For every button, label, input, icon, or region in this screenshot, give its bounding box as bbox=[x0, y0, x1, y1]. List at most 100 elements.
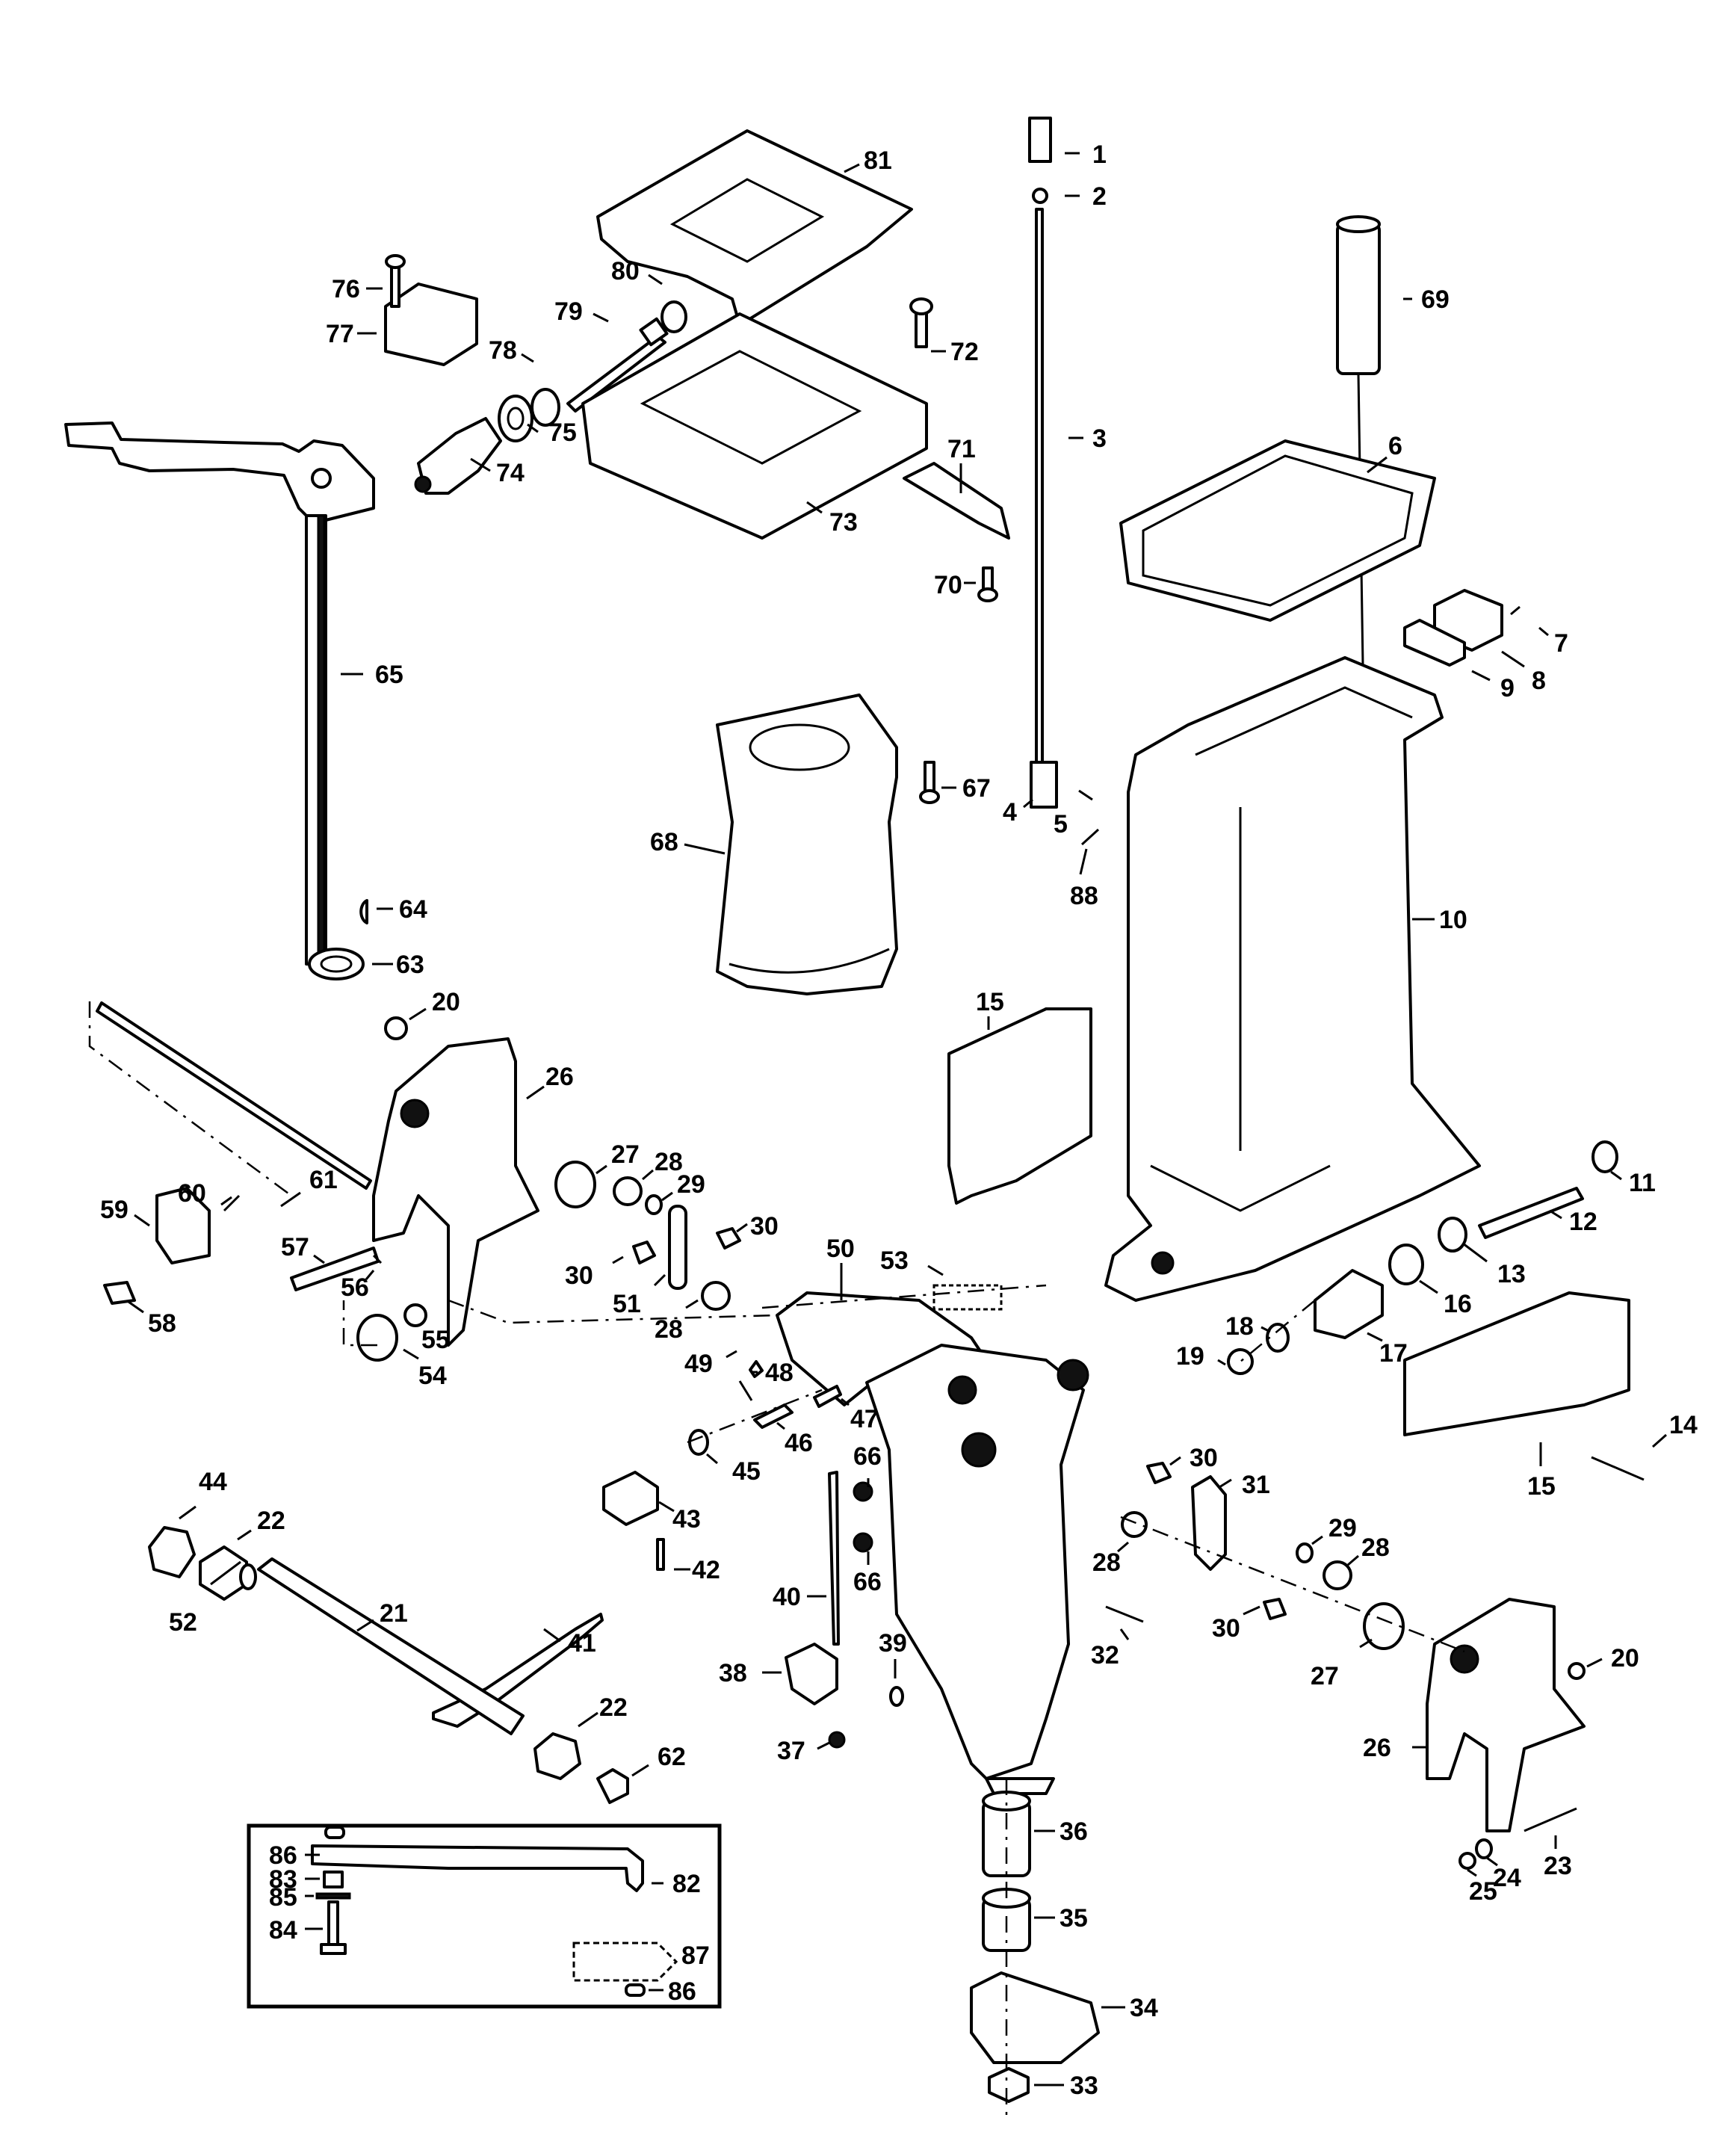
callout-38: 38 bbox=[719, 1659, 747, 1687]
callout-13: 13 bbox=[1497, 1260, 1526, 1288]
shift-rod-assembly bbox=[1028, 117, 1100, 846]
part-bushing-28-lower-left bbox=[701, 1281, 731, 1311]
part-screw-7 bbox=[1510, 605, 1521, 616]
part-pin-32 bbox=[1105, 1605, 1144, 1623]
callout-20-left: 20 bbox=[432, 988, 460, 1016]
part-rod-40 bbox=[828, 1471, 840, 1646]
assembly-lines bbox=[88, 1001, 1465, 2115]
callout-78: 78 bbox=[489, 336, 517, 365]
part-bushing-28-lower-right bbox=[1323, 1560, 1352, 1590]
callout-63: 63 bbox=[396, 951, 424, 979]
part-swivel-base bbox=[985, 1777, 1055, 1795]
callout-32: 32 bbox=[1091, 1641, 1119, 1669]
callout-21: 21 bbox=[380, 1599, 408, 1628]
callout-18: 18 bbox=[1225, 1312, 1254, 1341]
callout-26-right: 26 bbox=[1363, 1734, 1391, 1762]
part-washer-54 bbox=[356, 1314, 398, 1362]
callout-73: 73 bbox=[829, 508, 858, 537]
part-bolt-12 bbox=[1478, 1187, 1584, 1239]
callout-15-upper: 15 bbox=[976, 988, 1004, 1016]
part-washer-29-right bbox=[1296, 1542, 1314, 1563]
left-stern-bracket bbox=[96, 1001, 539, 1362]
part-mount-17 bbox=[1314, 1269, 1384, 1339]
callout-79: 79 bbox=[554, 297, 583, 326]
part-tilt-tube-21 bbox=[257, 1557, 525, 1735]
callout-44: 44 bbox=[199, 1468, 227, 1496]
right-stern-bracket bbox=[1426, 1598, 1586, 1870]
callout-4: 4 bbox=[1003, 798, 1017, 827]
part-washer-45 bbox=[688, 1429, 709, 1456]
inset-detail-box bbox=[247, 1823, 722, 2009]
callout-30-lower-left: 30 bbox=[565, 1261, 593, 1290]
part-nut-44 bbox=[148, 1526, 196, 1578]
part-pin-5 bbox=[1078, 789, 1093, 801]
inset-frame bbox=[247, 1823, 722, 2009]
part-bolt-79 bbox=[566, 335, 666, 413]
exhaust-housing-top-parts bbox=[581, 129, 1010, 602]
callout-26-left: 26 bbox=[545, 1063, 574, 1091]
callout-28-lower-left: 28 bbox=[655, 1315, 683, 1344]
callout-14: 14 bbox=[1669, 1411, 1698, 1439]
part-spring-39 bbox=[889, 1686, 904, 1707]
callout-52: 52 bbox=[169, 1608, 197, 1637]
part-gasket-9 bbox=[1403, 619, 1466, 667]
callout-40: 40 bbox=[773, 1583, 801, 1611]
reverse-lock-small-parts bbox=[602, 1360, 873, 1646]
part-pin-47 bbox=[813, 1385, 842, 1408]
part-nut-33 bbox=[988, 2067, 1030, 2103]
callout-88: 88 bbox=[1070, 882, 1098, 910]
callout-25: 25 bbox=[1469, 1877, 1497, 1906]
callout-48: 48 bbox=[765, 1359, 794, 1387]
swivel-bracket bbox=[776, 1284, 1089, 1795]
part-steering-arm bbox=[64, 421, 375, 525]
callout-74: 74 bbox=[496, 459, 525, 487]
callout-83: 83 bbox=[269, 1865, 297, 1894]
callout-70: 70 bbox=[934, 571, 962, 599]
callout-84: 84 bbox=[269, 1916, 297, 1945]
part-bolt-30-upper-right bbox=[1146, 1462, 1172, 1484]
callout-1: 1 bbox=[1092, 140, 1107, 169]
upper-mount-parts bbox=[384, 254, 687, 495]
part-washer-18 bbox=[1266, 1323, 1290, 1353]
part-stern-bracket-26-right bbox=[1426, 1598, 1586, 1832]
callout-82: 82 bbox=[672, 1870, 701, 1898]
part-bushing-28-upper-left bbox=[613, 1176, 643, 1206]
part-bolt-30-upper-left bbox=[716, 1227, 741, 1250]
part-steering-shaft-shade bbox=[317, 514, 326, 966]
part-decal-53 bbox=[932, 1284, 1003, 1311]
callout-30-upper-right: 30 bbox=[1190, 1444, 1218, 1472]
part-gasket-6 bbox=[1119, 439, 1436, 622]
callout-53: 53 bbox=[880, 1247, 909, 1275]
callout-31: 31 bbox=[1242, 1471, 1270, 1499]
part-pin-48 bbox=[738, 1380, 753, 1401]
callout-27-right: 27 bbox=[1311, 1662, 1339, 1690]
callout-24: 24 bbox=[1493, 1864, 1521, 1892]
part-washer-85 bbox=[315, 1892, 351, 1900]
exhaust-cover-parts bbox=[1403, 589, 1521, 667]
part-lever-46 bbox=[753, 1403, 794, 1429]
callout-16: 16 bbox=[1444, 1290, 1472, 1318]
callout-68: 68 bbox=[650, 828, 678, 856]
part-washer-24 bbox=[1475, 1838, 1493, 1859]
callout-27-left: 27 bbox=[611, 1140, 640, 1169]
callout-75: 75 bbox=[548, 418, 577, 447]
callout-50: 50 bbox=[826, 1235, 855, 1263]
part-pin-88 bbox=[1080, 828, 1100, 846]
exhaust-tube bbox=[716, 694, 940, 995]
part-nut-86-left bbox=[324, 1826, 345, 1839]
part-steering-arm-hole bbox=[311, 468, 332, 489]
callout-41: 41 bbox=[568, 1629, 596, 1658]
part-o-ring-52 bbox=[239, 1563, 257, 1590]
part-tilt-tube-61 bbox=[96, 1001, 372, 1190]
callout-7: 7 bbox=[1554, 629, 1568, 658]
callout-30-lower-right: 30 bbox=[1212, 1614, 1240, 1643]
callout-34: 34 bbox=[1130, 1994, 1158, 2022]
callout-62: 62 bbox=[658, 1743, 686, 1771]
part-stern-bracket-26-left bbox=[372, 1037, 539, 1347]
part-bolt-23 bbox=[1524, 1807, 1577, 1832]
callout-76: 76 bbox=[332, 275, 360, 303]
callout-29-left: 29 bbox=[677, 1170, 705, 1199]
part-washer-29-left bbox=[645, 1194, 663, 1215]
callout-23: 23 bbox=[1544, 1852, 1572, 1880]
part-clip-58 bbox=[103, 1281, 136, 1305]
